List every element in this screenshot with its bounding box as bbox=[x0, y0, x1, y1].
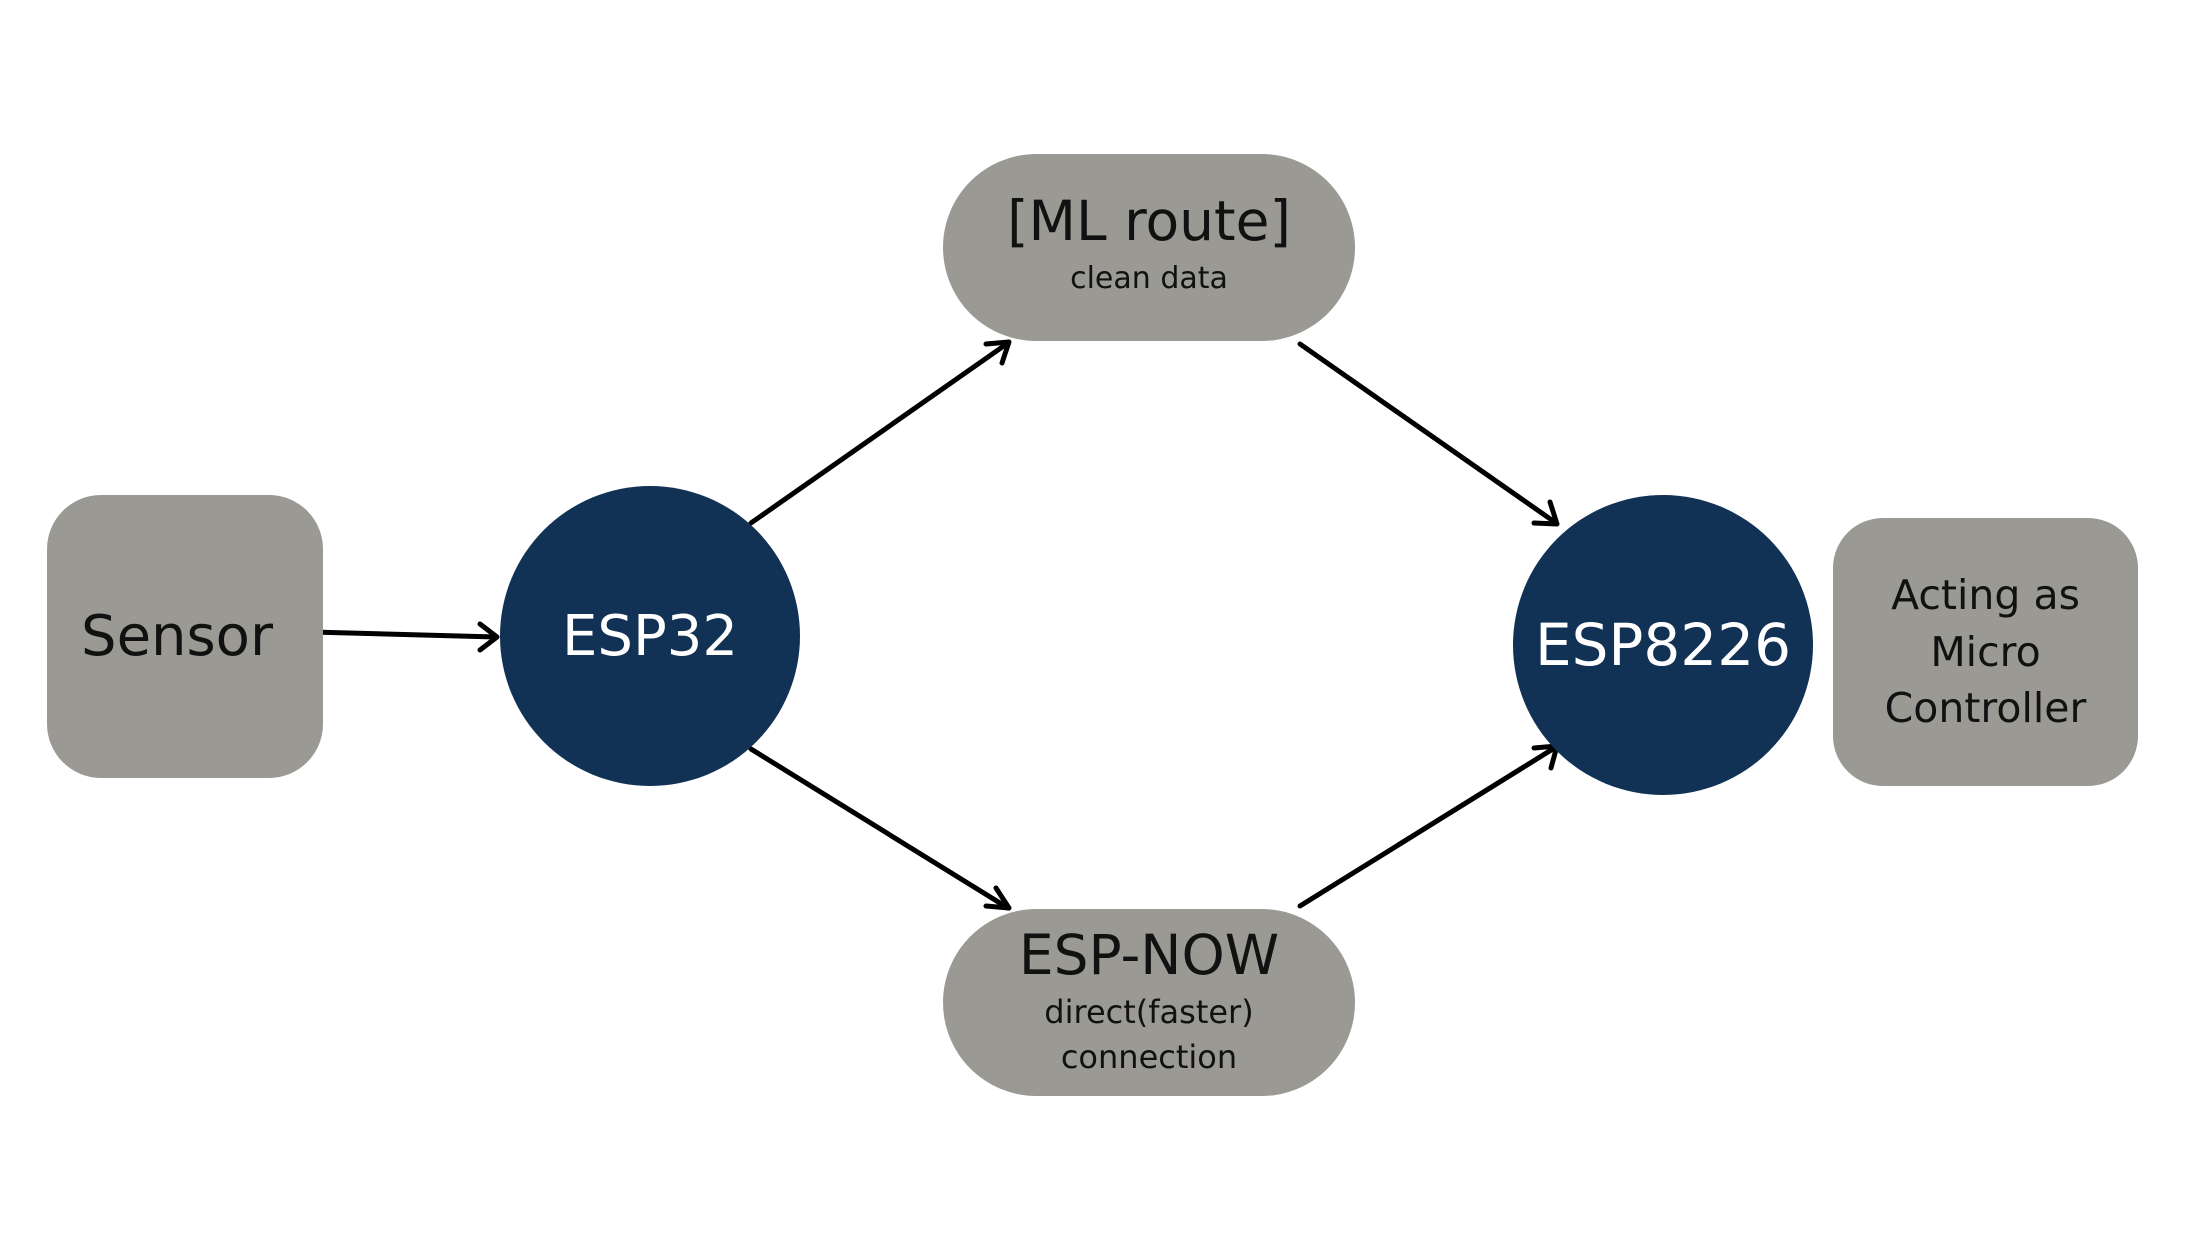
arrowhead-ml-route-to-esp8226 bbox=[1531, 499, 1560, 527]
edge-esp32-to-ml-route bbox=[748, 340, 1011, 526]
microcontroller-label: Acting as Micro Controller bbox=[1884, 571, 2087, 733]
edge-ml-route-to-esp8226 bbox=[1297, 341, 1559, 526]
esp8226-label: ESP8226 bbox=[1534, 611, 1792, 679]
arrowhead-sensor-to-esp32 bbox=[477, 621, 500, 653]
esp8226-node: ESP8226 bbox=[1513, 495, 1813, 795]
edge-esp32-to-esp-now bbox=[748, 746, 1011, 911]
sensor-node: Sensor bbox=[47, 495, 323, 778]
arrowhead-esp32-to-esp-now bbox=[983, 885, 1012, 911]
ml-route-sublabel: clean data bbox=[1070, 261, 1228, 297]
ml-route-label: [ML route] bbox=[1007, 188, 1291, 253]
esp32-label: ESP32 bbox=[562, 603, 738, 669]
esp-now-node: ESP-NOW direct(faster) connection bbox=[943, 909, 1355, 1096]
edge-esp-now-to-esp8226 bbox=[1297, 744, 1559, 909]
sensor-label: Sensor bbox=[81, 603, 273, 669]
ml-route-node: [ML route] clean data bbox=[943, 154, 1355, 341]
edge-sensor-to-esp32 bbox=[309, 629, 499, 640]
esp32-node: ESP32 bbox=[500, 486, 800, 786]
microcontroller-node: Acting as Micro Controller bbox=[1833, 518, 2138, 786]
esp-now-label: ESP-NOW bbox=[1018, 923, 1280, 988]
arrowhead-esp32-to-ml-route bbox=[983, 339, 1012, 366]
esp-now-sublabel: direct(faster) connection bbox=[1044, 992, 1254, 1076]
